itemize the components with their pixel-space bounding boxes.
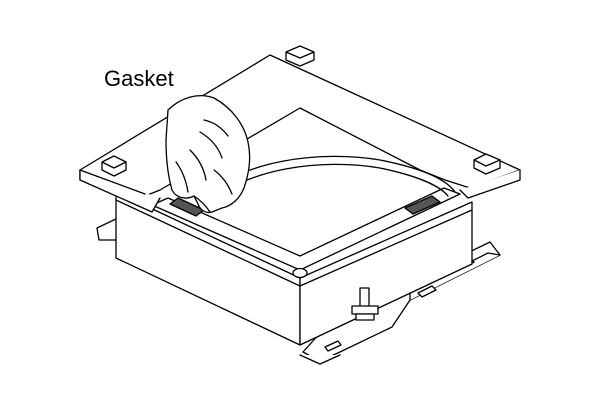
mounting-slot [417,285,437,298]
mounting-slot [324,340,342,352]
corner-screw [292,267,308,279]
gasket-callout-label: Gasket [104,66,174,91]
enclosure-rim [151,187,461,279]
cover-bolt [285,45,315,67]
cover-bolt [101,155,127,177]
hand-icon [165,95,251,214]
ground-stud [351,287,379,321]
gasket-strip [404,195,441,215]
cover-bolt [473,153,501,175]
enclosure-body [96,191,473,346]
